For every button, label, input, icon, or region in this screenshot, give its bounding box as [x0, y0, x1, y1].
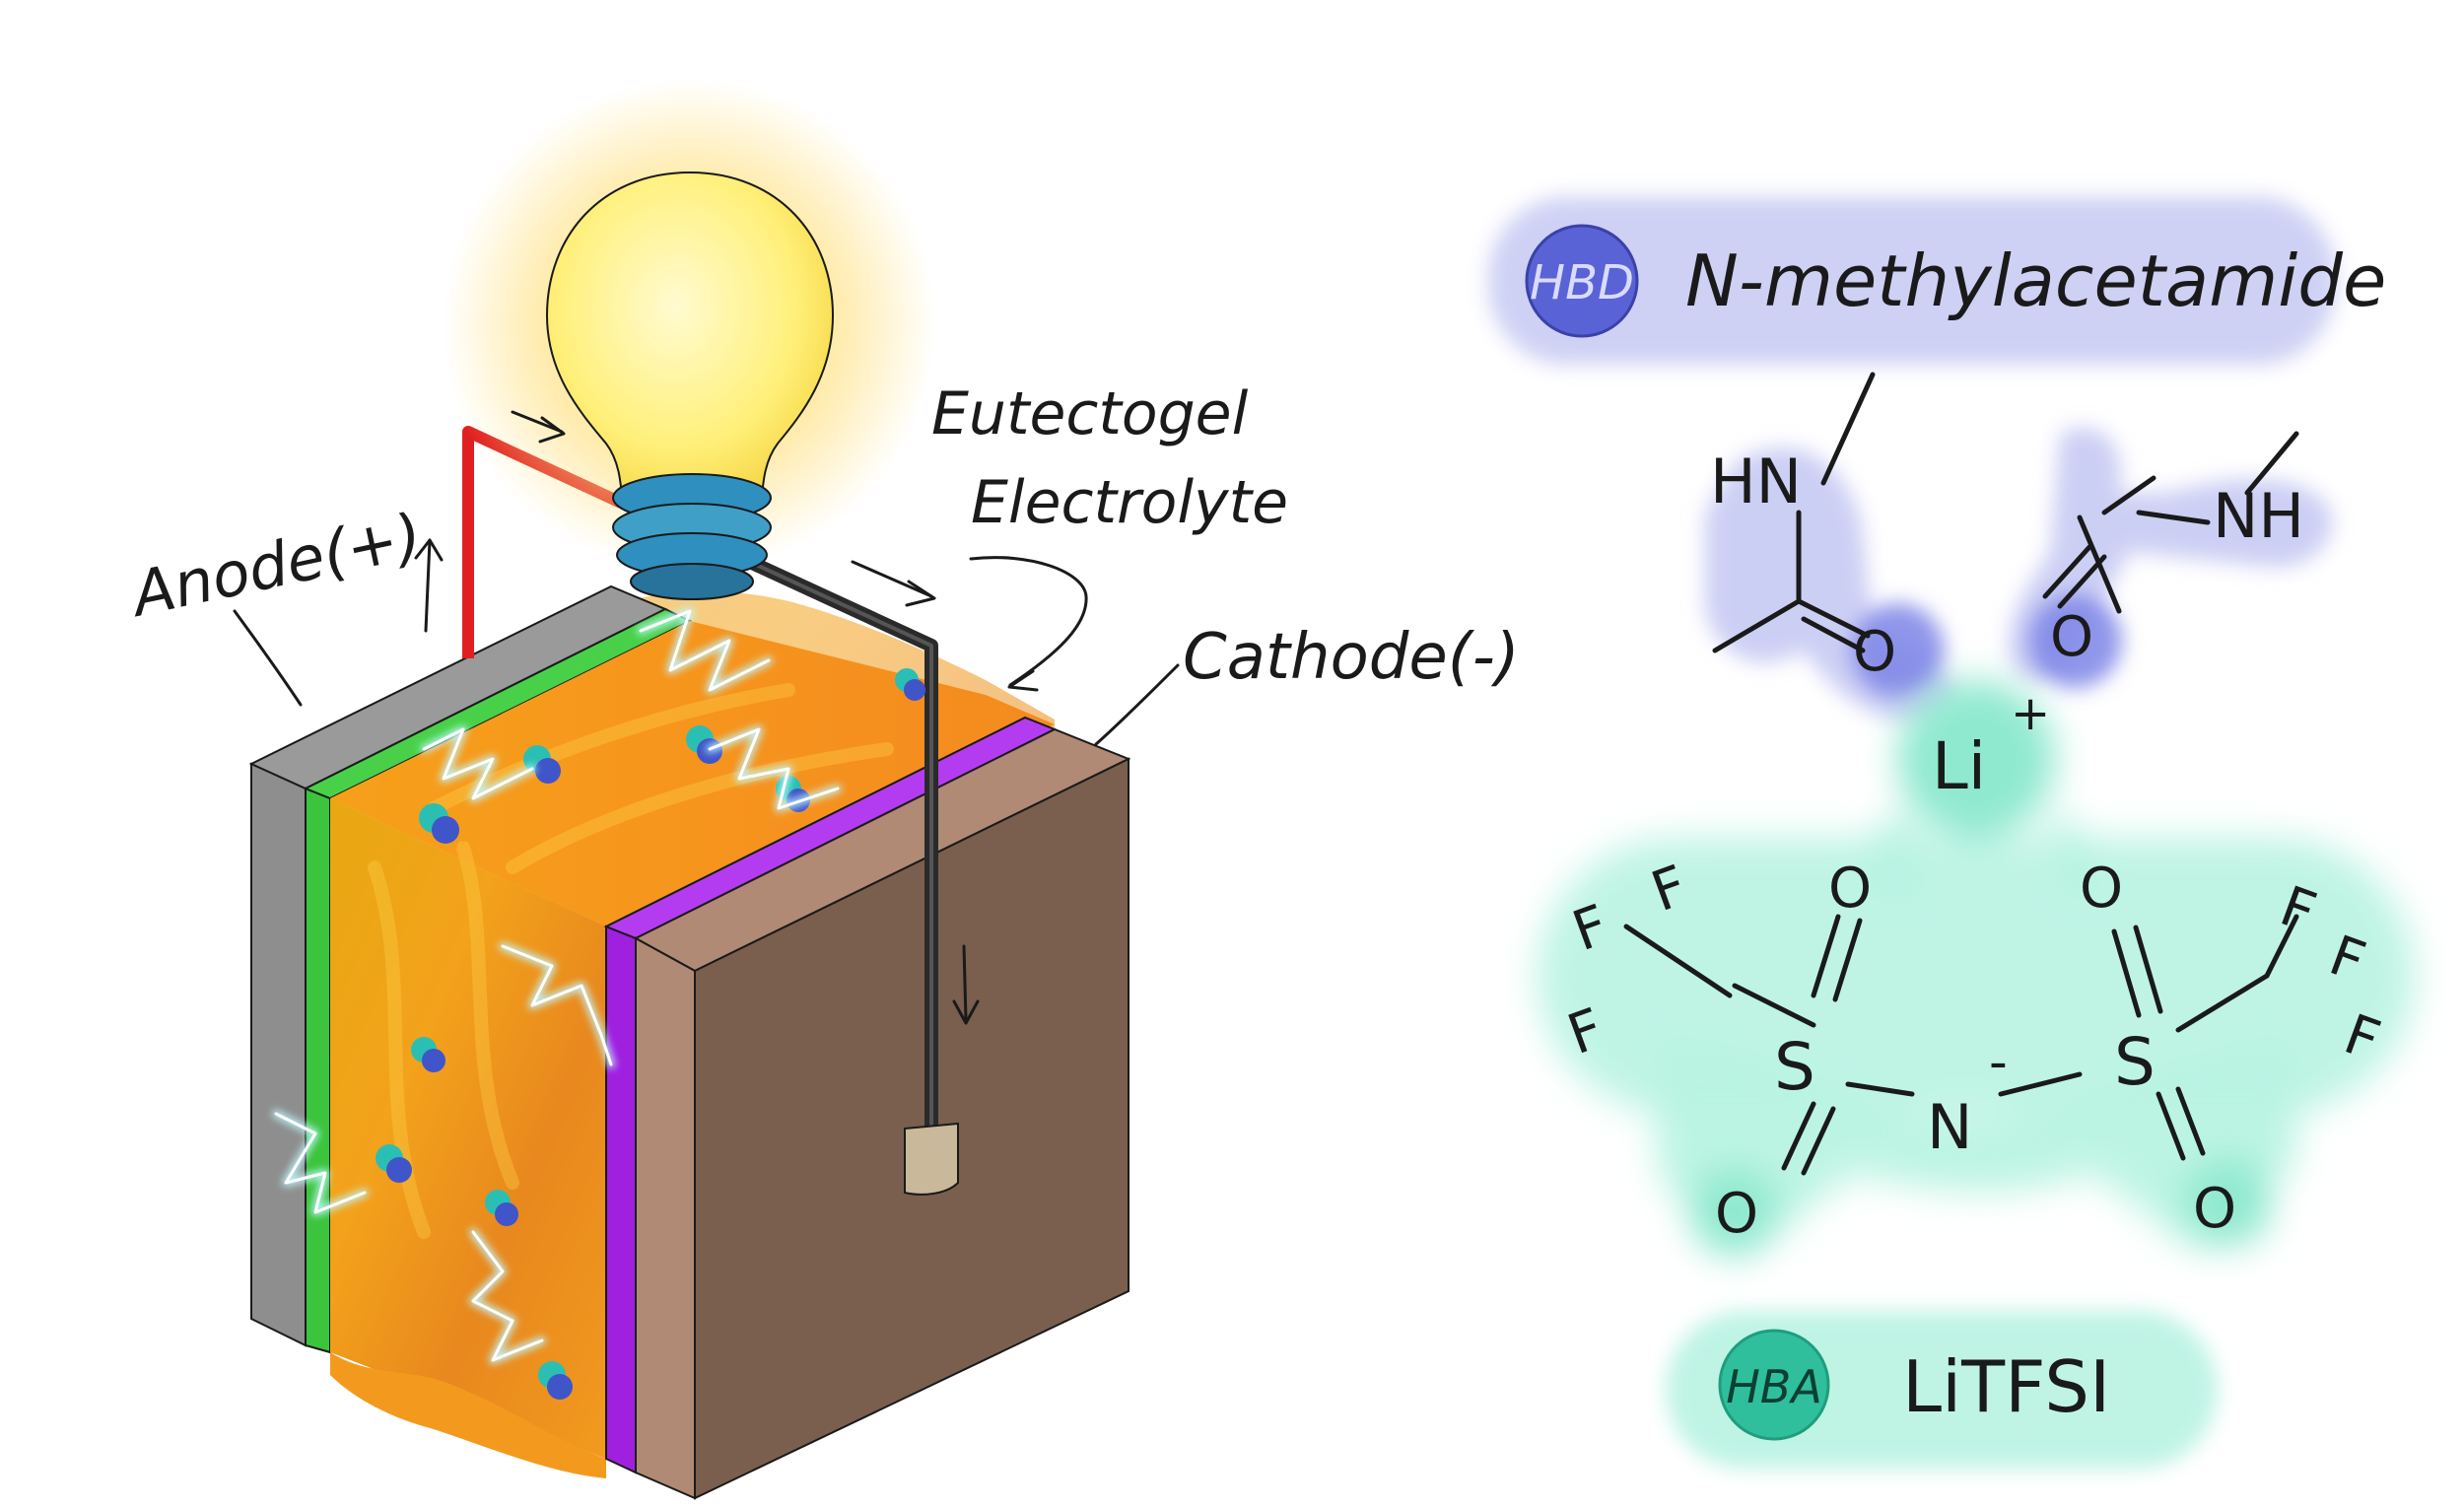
ion — [895, 668, 925, 701]
atom-o-right: O — [2050, 605, 2093, 669]
light-bulb — [444, 79, 936, 600]
hbd-badge-label: HBD — [1530, 255, 1634, 310]
atom-s-right: S — [2114, 1024, 2156, 1100]
ion — [376, 1144, 412, 1183]
arrow-down-icon — [952, 944, 980, 1025]
atom-n: N — [1927, 1091, 1972, 1163]
ion — [485, 1190, 518, 1226]
ion — [419, 803, 459, 844]
hba-name: LiTFSI — [1902, 1345, 2110, 1428]
electrolyte-label-line1: Eutectogel — [931, 379, 1249, 448]
electrolyte-label-line2: Electrolyte — [971, 468, 1288, 537]
hba-badge — [1718, 1329, 1830, 1441]
atom-o-sr-bottom: O — [2193, 1177, 2236, 1241]
hbd-name: N-methylacetamide — [1685, 240, 2386, 322]
arrow-right-down-icon — [851, 560, 936, 607]
hba-legend: HBA LiTFSI — [1666, 1311, 2218, 1469]
anode-label: Anode(+) — [122, 499, 428, 631]
hba-badge-label: HBA — [1726, 1360, 1822, 1413]
anode-front — [305, 787, 331, 1354]
cathode-current-collector-side — [635, 936, 696, 1500]
ion — [411, 1037, 445, 1072]
battery — [248, 426, 1131, 1500]
current-arrows — [233, 410, 1180, 1025]
atom-n-charge: - — [1989, 1033, 2008, 1092]
arrow-right-icon — [511, 410, 566, 444]
atom-nh: NH — [2213, 480, 2304, 552]
cathode-label: Cathode(-) — [1183, 621, 1520, 694]
arrow-up-icon — [414, 538, 444, 633]
chemical-bonds — [1623, 372, 2299, 1176]
electrolyte-top — [330, 621, 1055, 926]
wire-terminal — [904, 1122, 959, 1196]
atom-o-sr-top: O — [2080, 857, 2123, 921]
ion — [538, 1361, 573, 1400]
hbd-badge — [1525, 224, 1639, 338]
atom-s-left: S — [1774, 1029, 1815, 1105]
anode-leader-line — [233, 609, 303, 707]
anode-current-collector-front — [250, 762, 307, 1347]
cathode-leader-line — [1094, 663, 1180, 746]
atom-hn: HN — [1710, 446, 1802, 517]
atom-li: Li — [1932, 728, 1986, 804]
electron-sparks — [272, 607, 842, 1364]
structure-labels: HN NH O O Li + O O S S N - O O F F F F F… — [1560, 446, 2388, 1246]
atom-o-sl-bottom: O — [1715, 1182, 1758, 1246]
electrolyte-drip — [330, 1352, 606, 1478]
cathode-front — [605, 925, 637, 1475]
atom-li-charge: + — [2011, 686, 2050, 741]
hbd-legend: HBD N-methylacetamide — [1488, 197, 2386, 365]
electrolyte-leader-line — [969, 556, 1088, 687]
atom-o-left: O — [1853, 620, 1896, 684]
atom-o-sl-top: O — [1828, 857, 1872, 921]
bulb-base — [612, 473, 772, 600]
litfsi-glow — [1538, 680, 2415, 1257]
